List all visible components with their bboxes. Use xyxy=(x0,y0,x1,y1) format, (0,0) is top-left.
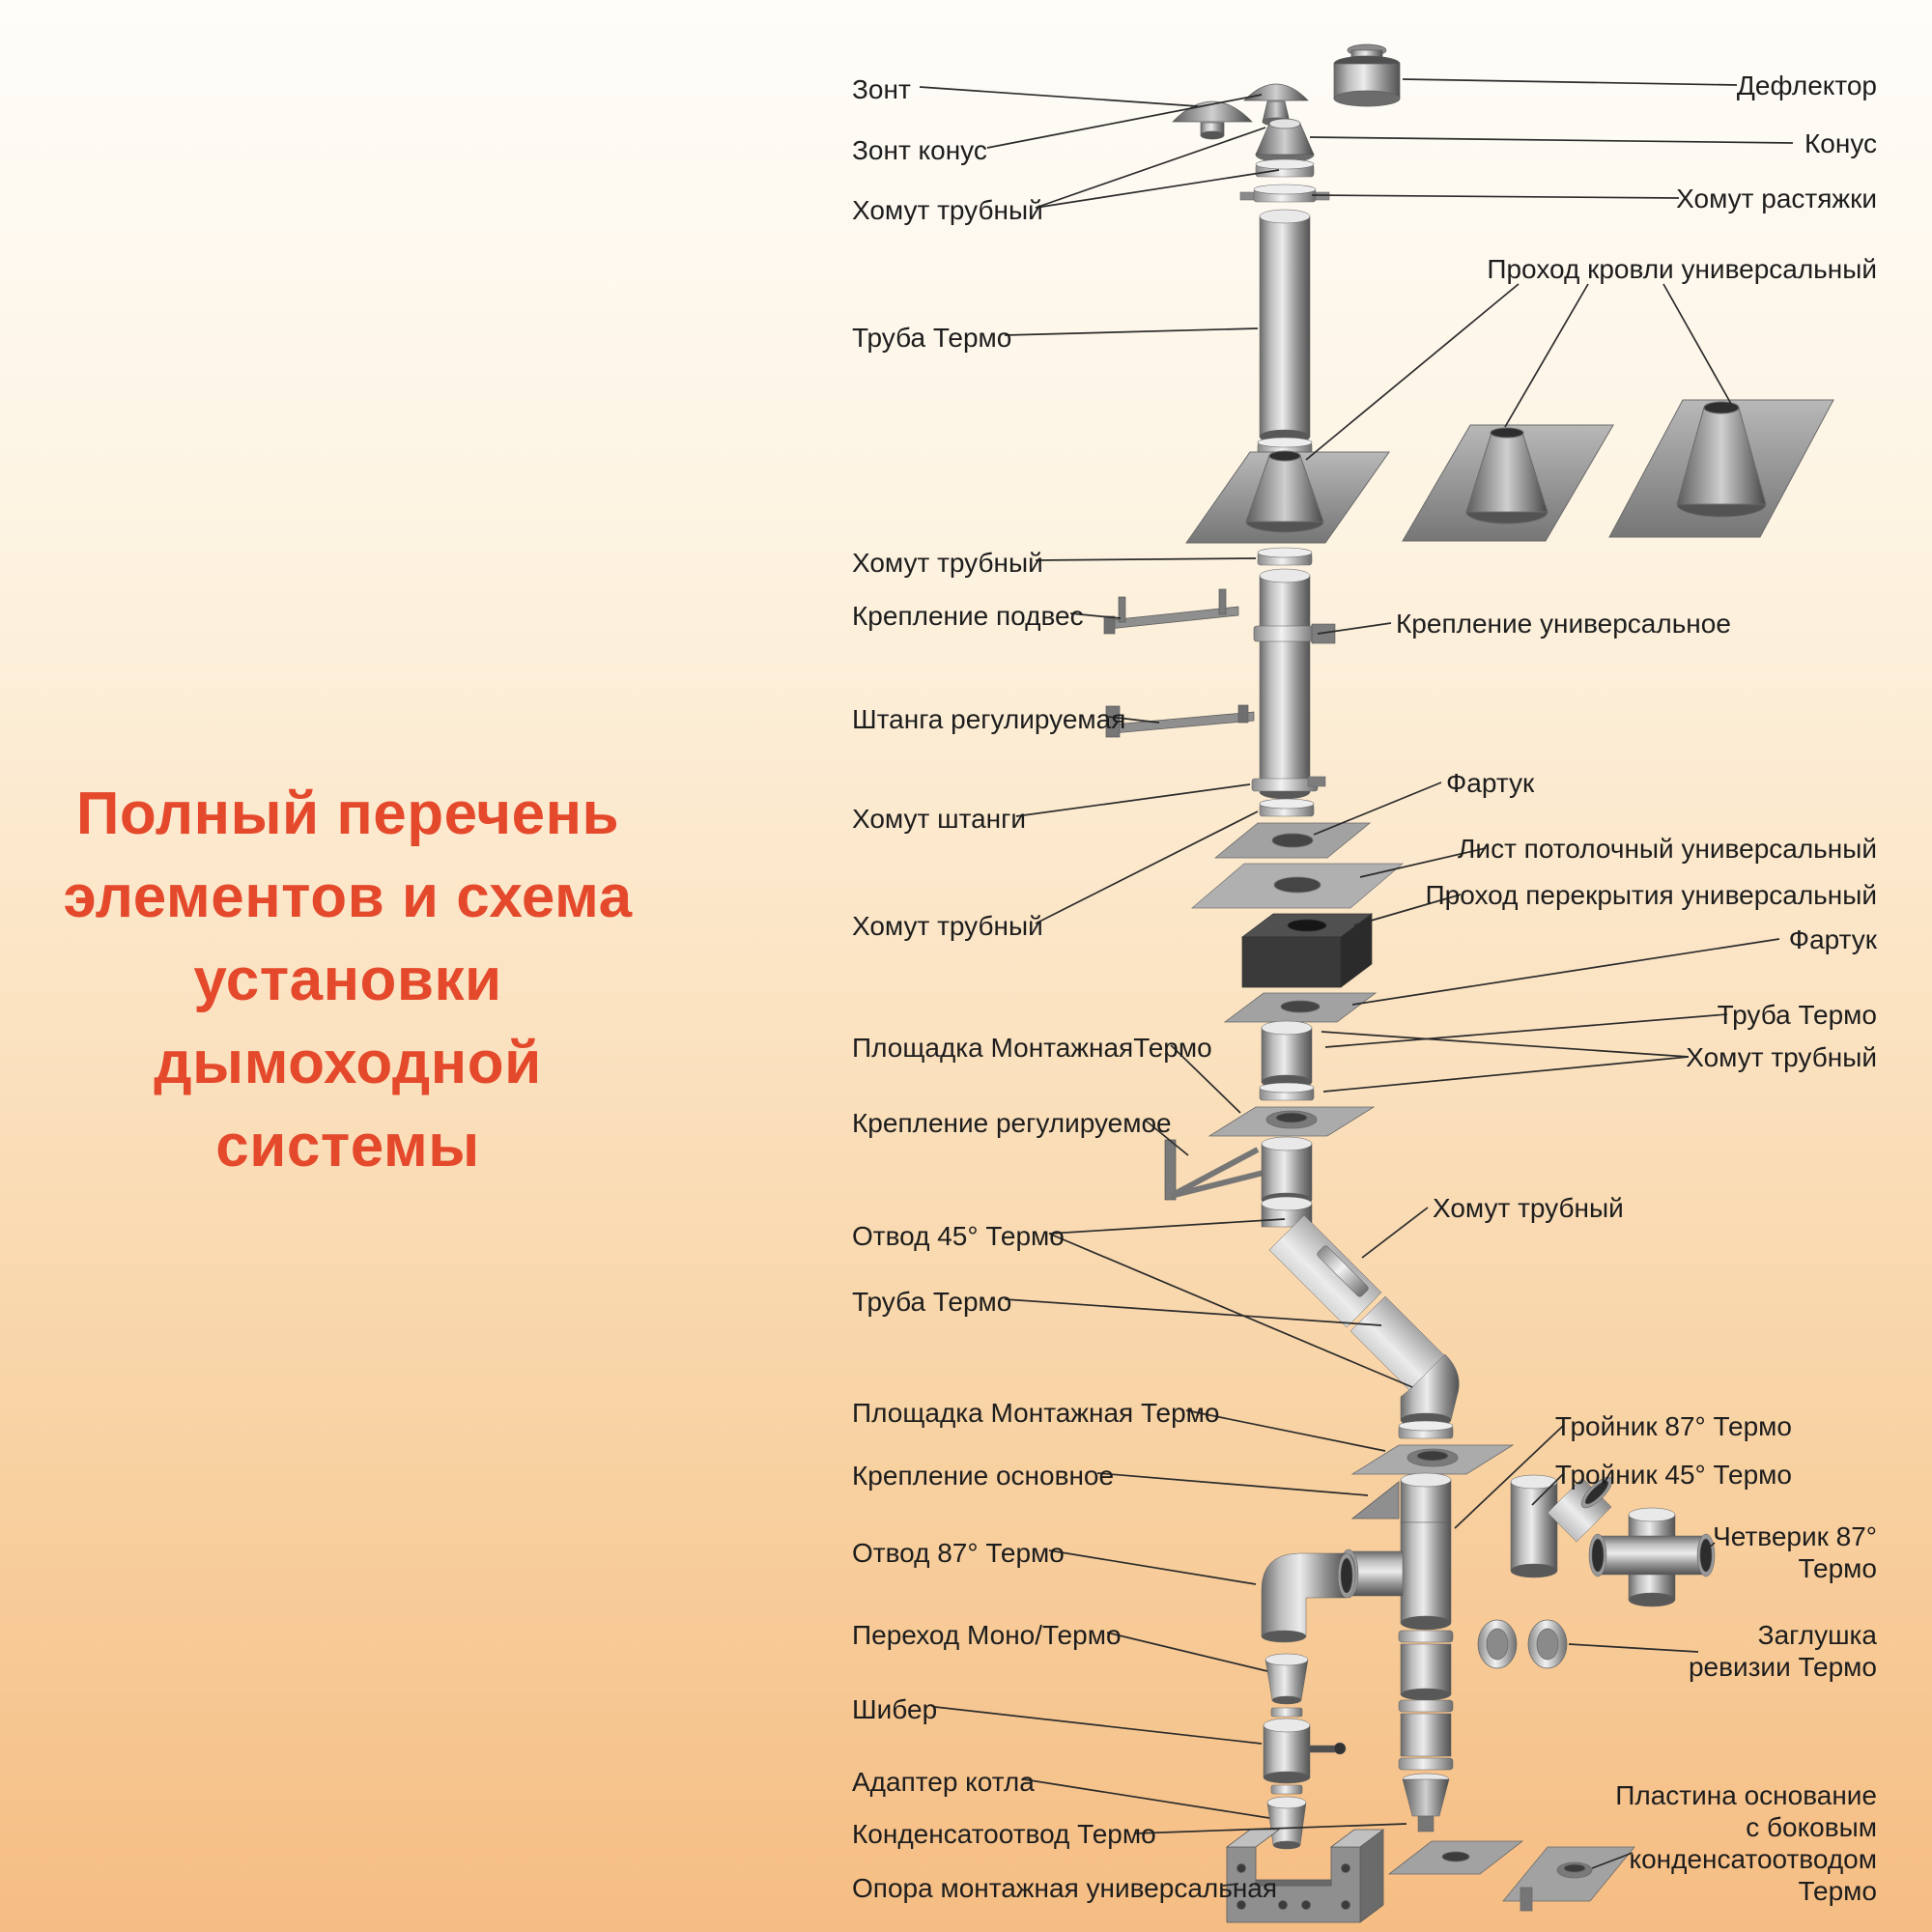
part-ploshchadka-montazhnaya-2 xyxy=(1350,1444,1515,1475)
part-truba-termo-3 xyxy=(1261,1020,1313,1090)
label-otvod-45-termo: Отвод 45° Термо xyxy=(852,1221,1065,1251)
part-khomut-trubny-top xyxy=(1255,158,1315,178)
label-truba-termo-r: Труба Термо xyxy=(1717,1000,1877,1030)
part-khomut-shtangi xyxy=(1251,776,1326,792)
part-prokhod-krovli-1 xyxy=(1185,450,1390,544)
title-line-5: системы xyxy=(215,1113,480,1179)
title-line-1: Полный перечень xyxy=(75,781,620,847)
label-truba-termo-1: Труба Термо xyxy=(852,323,1012,353)
label-perekhod-mono-termo: Переход Моно/Термо xyxy=(852,1620,1122,1650)
label-list-potolochny: Лист потолочный универсальный xyxy=(1458,834,1877,864)
label-kondensatootvod-termo: Конденсатоотвод Термо xyxy=(852,1819,1156,1849)
part-kondensatootvod xyxy=(1402,1773,1450,1833)
label-chetverik-87: Четверик 87° Термо xyxy=(1713,1521,1877,1583)
label-kreplenie-reguliruemoe: Крепление регулируемое xyxy=(852,1108,1172,1138)
part-shiber xyxy=(1263,1718,1347,1784)
part-opora-montazhnaya xyxy=(1225,1829,1385,1923)
part-ploshchadka-montazhnaya-1 xyxy=(1208,1106,1376,1137)
title-line-4: дымоходной xyxy=(154,1030,542,1096)
label-opora-montazhnaya: Опора монтажная универсальная xyxy=(852,1873,1278,1903)
part-zont xyxy=(1172,100,1253,140)
part-fartuk-1 xyxy=(1213,822,1372,859)
part-kreplenie-reguliruemoe xyxy=(1164,1139,1264,1201)
label-ploshchadka-montazhnaya-1: Площадка МонтажнаяТермо xyxy=(852,1033,1212,1063)
part-khomut-ring-1476 xyxy=(1398,1420,1454,1439)
leader-lines xyxy=(919,78,1794,1887)
label-adapter-kotla: Адаптер котла xyxy=(852,1767,1035,1797)
part-khomut-ring-832 xyxy=(1259,798,1315,817)
part-truba-termo-1 xyxy=(1259,209,1311,444)
part-kreplenie-universalnoe xyxy=(1253,623,1336,644)
title-line-3: установки xyxy=(193,947,502,1013)
part-khomut-rastyazhki xyxy=(1239,184,1330,203)
title-line-2: элементов и схема xyxy=(63,864,633,930)
label-kreplenie-universalnoe: Крепление универсальное xyxy=(1396,609,1731,639)
label-zont-konus: Зонт конус xyxy=(852,135,987,165)
label-otvod-87-termo: Отвод 87° Термо xyxy=(852,1538,1065,1568)
label-zont: Зонт xyxy=(852,74,911,104)
part-khomut-ring-1848 xyxy=(1270,1784,1303,1795)
label-khomut-trubny-2: Хомут трубный xyxy=(852,548,1043,578)
label-zaglushka-revizii: Заглушка ревизии Термо xyxy=(1688,1620,1877,1682)
part-shtanga-reguliruemaya xyxy=(1105,704,1255,738)
label-troynik-87: Тройник 87° Термо xyxy=(1554,1411,1792,1441)
part-khomut-ring-1768 xyxy=(1270,1707,1303,1718)
part-plastina-osnovanie xyxy=(1502,1846,1635,1912)
part-troynik-45 xyxy=(1510,1474,1613,1578)
label-fartuk-2: Фартук xyxy=(1788,924,1877,954)
part-prokhod-perekrytiya xyxy=(1240,913,1374,988)
label-konus: Конус xyxy=(1804,128,1877,158)
part-zaglushka-revizii xyxy=(1477,1619,1568,1669)
part-prokhod-krovli-2 xyxy=(1402,424,1614,542)
label-fartuk-1: Фартук xyxy=(1446,768,1535,798)
part-list-potolochny xyxy=(1190,863,1405,909)
part-otvod-45-verkhny xyxy=(1261,1196,1382,1328)
label-shiber: Шибер xyxy=(852,1694,938,1724)
label-ploshchadka-montazhnaya-2: Площадка Монтажная Термо xyxy=(852,1398,1220,1428)
part-deflektor xyxy=(1333,43,1401,107)
part-truba-mezhdu xyxy=(1261,1136,1313,1208)
part-kreplenie-osnovnoe xyxy=(1350,1481,1400,1520)
label-prokhod-perekrytiya: Проход перекрытия универсальный xyxy=(1425,880,1877,910)
part-konus xyxy=(1255,118,1315,163)
label-khomut-trubny-1: Хомут трубный xyxy=(852,195,1043,225)
part-perekhod-mono-termo xyxy=(1264,1653,1309,1705)
label-kreplenie-osnovnoe: Крепление основное xyxy=(852,1461,1115,1491)
label-khomut-rastyazhki: Хомут растяжки xyxy=(1676,184,1877,213)
part-prokhod-krovli-3 xyxy=(1608,399,1834,538)
part-plastina-pod-kolonnoy xyxy=(1387,1840,1524,1875)
part-fartuk-2 xyxy=(1223,992,1378,1023)
label-khomut-trubny-3: Хомут трубный xyxy=(852,911,1043,941)
poster-title: Полный перечень элементов и схема устано… xyxy=(39,773,657,1188)
part-adapter-kotla xyxy=(1266,1796,1307,1850)
label-prokhod-krovli: Проход кровли универсальный xyxy=(1487,254,1877,284)
part-khomut-ring-578 xyxy=(1257,547,1313,566)
label-khomut-shtangi: Хомут штанги xyxy=(852,804,1026,834)
part-otvod-87 xyxy=(1261,1552,1356,1643)
label-kreplenie-podves: Крепление подвес xyxy=(852,601,1084,631)
label-plastina-osnovanie: Пластина основание с боковым конденсатоо… xyxy=(1615,1780,1877,1906)
part-khomut-ring-1126 xyxy=(1259,1082,1315,1101)
label-truba-termo-2: Труба Термо xyxy=(852,1287,1012,1317)
label-troynik-45: Тройник 45° Термо xyxy=(1554,1460,1792,1490)
label-shtanga-reguliruemaya: Штанга регулируемая xyxy=(852,704,1126,734)
part-khomut-na-otvode xyxy=(1317,1245,1369,1297)
part-nizhnyaya-kolonna xyxy=(1398,1630,1454,1771)
label-deflektor: Дефлектор xyxy=(1736,71,1877,100)
part-truba-termo-wall xyxy=(1259,568,1311,800)
part-kreplenie-podves xyxy=(1103,588,1239,635)
label-khomut-trubny-r2: Хомут трубный xyxy=(1433,1193,1624,1223)
label-khomut-trubny-r1: Хомут трубный xyxy=(1686,1042,1877,1072)
part-chetverik-87 xyxy=(1588,1507,1716,1607)
